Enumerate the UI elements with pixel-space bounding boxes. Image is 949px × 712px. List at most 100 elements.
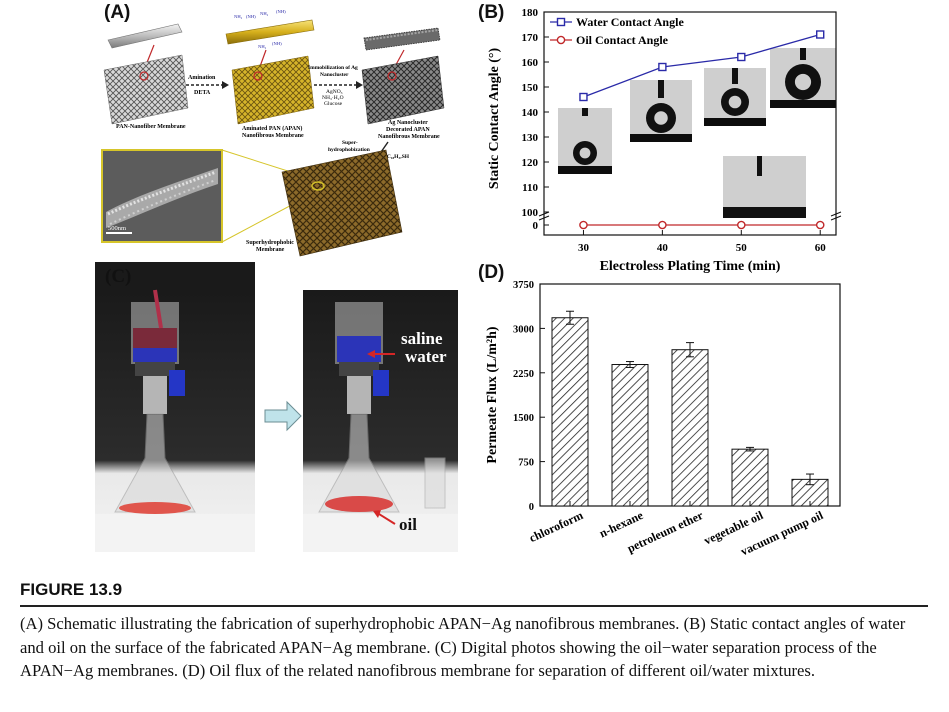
data-point-oil <box>815 220 825 230</box>
thiol-label: n-C₁₈H₃₇SH <box>382 154 410 160</box>
y-tick-label: 170 <box>522 32 539 44</box>
data-point-water <box>658 62 667 72</box>
nh-label: (NH) <box>276 9 286 14</box>
axis-break-right <box>830 211 842 221</box>
y-tick-label: 750 <box>518 458 534 469</box>
sem-micrograph: 500nm <box>101 149 223 243</box>
figure-title: FIGURE 13.9 <box>20 580 123 599</box>
data-point-oil <box>658 220 667 230</box>
scale-bar-label: 500nm <box>108 225 126 232</box>
water-droplet-image <box>558 108 612 174</box>
panel-d-label: (D) <box>478 262 505 283</box>
process-arrow <box>264 400 302 432</box>
y-tick-label: 130 <box>522 132 539 144</box>
y-tick-label: 0 <box>533 220 539 232</box>
amination-label: Amination <box>188 75 216 81</box>
x-axis-label: Electroless Plating Time (min) <box>600 259 781 274</box>
series-line-water <box>583 33 821 98</box>
nh-label: (NH) <box>272 41 282 46</box>
data-point-oil <box>579 220 588 230</box>
superhydrophobic-membrane-image <box>281 149 403 257</box>
axis-break-left <box>538 211 550 221</box>
water-droplet-image <box>770 48 836 108</box>
y-tick-label: 110 <box>522 182 538 194</box>
final-membrane-label-1: Superhydrophobic <box>246 240 294 246</box>
apan-membrane-label-1: Aminated PAN (APAN) <box>242 125 302 132</box>
apan-fiber-rod: NH₂ (NH) NH₂ (NH) NH₂ (NH) <box>225 9 315 49</box>
ag-membrane-image <box>361 55 445 125</box>
nh2-label: NH₂ <box>260 11 269 16</box>
pan-membrane-label: PAN-Nanofiber Membrane <box>116 124 186 130</box>
fabrication-schematic: PAN-Nanofiber Membrane Amination DETA NH… <box>101 9 445 257</box>
saline-water-label-2: water <box>405 347 447 366</box>
bar <box>671 349 709 507</box>
data-point-water <box>737 52 746 62</box>
saline-water-label-1: saline <box>401 329 443 348</box>
water-droplet-image <box>704 68 766 126</box>
y-axis-label: Permeate Flux (L/m²h) <box>485 326 500 463</box>
plot-frame <box>543 11 837 236</box>
ag-membrane-label-1: Ag Nanocluster <box>388 120 428 126</box>
reagent-ammonia: NH₃·H₂O <box>322 95 344 101</box>
y-tick-label: 3000 <box>513 324 534 335</box>
y-tick-label: 3750 <box>513 280 534 291</box>
deta-label: DETA <box>194 90 211 96</box>
caption-divider <box>20 605 928 607</box>
immobilization-label-1: Immobilization of Ag <box>308 65 358 71</box>
data-point-water <box>816 30 825 39</box>
y-tick-label: 140 <box>522 107 539 119</box>
reagent-glucose: Glucose <box>324 101 343 107</box>
photo-before-separation <box>95 262 255 552</box>
apan-membrane-label-2: Nanofibrous Membrane <box>242 133 304 139</box>
x-tick-label: chloroform <box>527 508 585 545</box>
legend-marker-oil <box>556 35 566 45</box>
x-tick-label: 60 <box>815 242 827 254</box>
panel-a-label: (A) <box>104 2 131 23</box>
y-tick-label: 150 <box>522 82 539 94</box>
pan-fiber-rod <box>107 23 183 49</box>
final-membrane-label-2: Membrane <box>256 247 285 253</box>
data-point-water <box>579 92 588 102</box>
y-tick-label: 2250 <box>513 369 534 380</box>
x-tick-label: 50 <box>736 242 748 254</box>
figure-caption: (A) Schematic illustrating the fabricati… <box>20 614 906 680</box>
data-point-oil <box>736 220 746 230</box>
ag-membrane-label-3: Nanofibrous Membrane <box>378 134 440 140</box>
y-tick-label: 120 <box>522 157 539 169</box>
panel-a-schematic: (A) <box>86 0 466 270</box>
bar <box>551 317 589 507</box>
y-tick-label: 0 <box>529 502 534 513</box>
ag-membrane-label-2: Decorated APAN <box>386 127 430 133</box>
nh-label: (NH) <box>246 14 256 19</box>
ag-fiber-rod <box>363 27 441 51</box>
legend-label-water: Water Contact Angle <box>576 15 684 29</box>
x-tick-label: 40 <box>657 242 669 254</box>
superhydrophobization-label-2: hydrophobization <box>328 147 370 153</box>
panel-b-label: (B) <box>478 2 505 23</box>
immobilization-label-2: Nanocluster <box>320 72 349 78</box>
panel-c-label: (C) <box>105 266 131 287</box>
nh2-label: NH₂ <box>234 14 243 19</box>
oil-label: oil <box>399 515 417 534</box>
apan-membrane-image <box>231 55 315 125</box>
water-droplet-image <box>630 80 692 142</box>
panel-c-separation-photos: saline water oil (C) <box>95 262 458 554</box>
separation-photos: saline water oil (C) <box>95 262 458 552</box>
superhydrophobization-label-1: Super- <box>342 140 358 146</box>
y-tick-label: 180 <box>522 7 539 19</box>
bar <box>731 448 769 507</box>
legend-marker-water <box>556 17 566 27</box>
y-tick-label: 1500 <box>513 413 534 424</box>
x-tick-label: 30 <box>578 242 590 254</box>
y-axis-label: Static Contact Angle (°) <box>487 48 502 190</box>
oil-droplet-image <box>723 156 806 218</box>
photo-after-separation: saline water oil <box>303 290 458 552</box>
reagent-agno3: AgNO₃ <box>326 89 343 95</box>
y-tick-label: 100 <box>522 207 539 219</box>
bar <box>611 364 649 507</box>
